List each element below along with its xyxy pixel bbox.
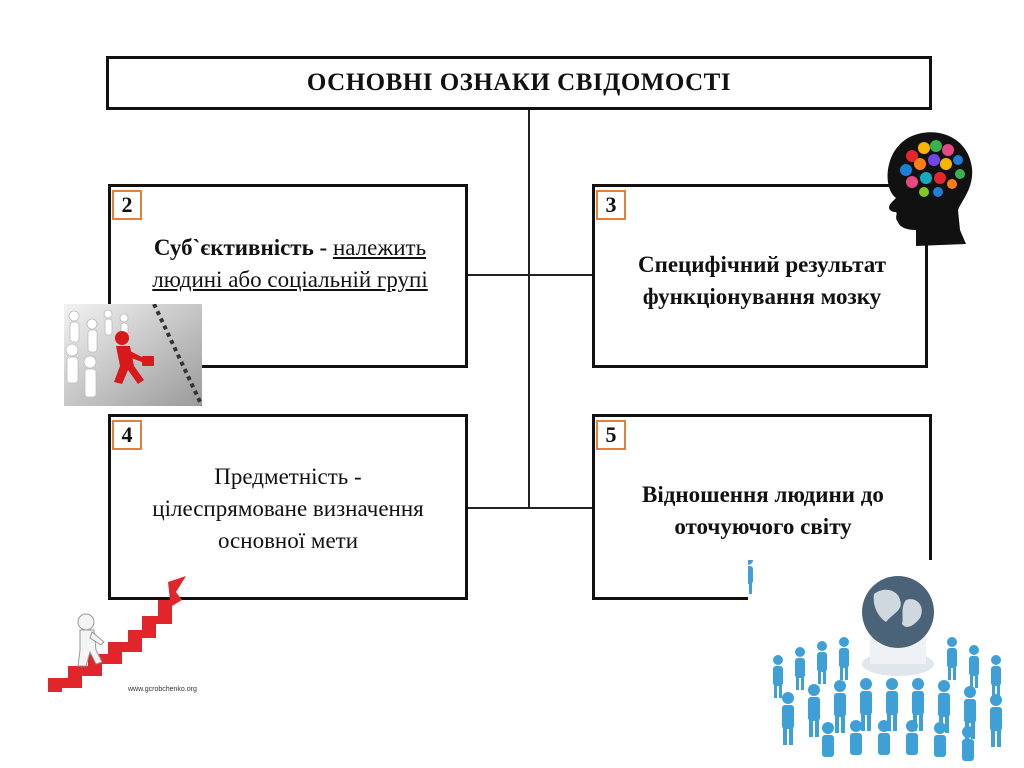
head-with-colorful-brain-icon bbox=[876, 126, 976, 248]
figure-climbing-red-stairs-icon bbox=[46, 566, 188, 696]
block-relation-world-text: Відношення людини до оточуючого світу bbox=[603, 479, 923, 543]
block-number-badge: 4 bbox=[112, 420, 142, 450]
diagram-title: ОСНОВНІ ОЗНАКИ СВІДОМОСТІ bbox=[307, 69, 731, 97]
block-subjectivity-text: Суб`єктивність - належить людині або соц… bbox=[117, 232, 463, 296]
title-box: ОСНОВНІ ОЗНАКИ СВІДОМОСТІ bbox=[106, 56, 932, 110]
globe-with-crowd-of-blue-figures-icon bbox=[748, 560, 1024, 768]
footer-credit: www.gcrobchenko.org bbox=[128, 686, 197, 693]
red-figure-running-ahead-of-crowd-icon bbox=[64, 304, 202, 406]
connector-top-horizontal bbox=[466, 274, 594, 276]
block-objectivity-text: Предметність - цілеспрямоване визначення… bbox=[141, 461, 435, 557]
block-number-badge: 5 bbox=[596, 420, 626, 450]
block-term: Предметність bbox=[214, 464, 348, 489]
block-number-badge: 3 bbox=[596, 190, 626, 220]
connector-bottom-horizontal bbox=[466, 507, 594, 509]
block-term: Суб`єктивність bbox=[154, 235, 314, 260]
block-number-badge: 2 bbox=[112, 190, 142, 220]
block-brain-result-text: Специфічний результат функціонування моз… bbox=[603, 249, 921, 313]
connector-vertical bbox=[528, 110, 530, 508]
block-description: цілеспрямоване визначення основної мети bbox=[152, 496, 423, 553]
